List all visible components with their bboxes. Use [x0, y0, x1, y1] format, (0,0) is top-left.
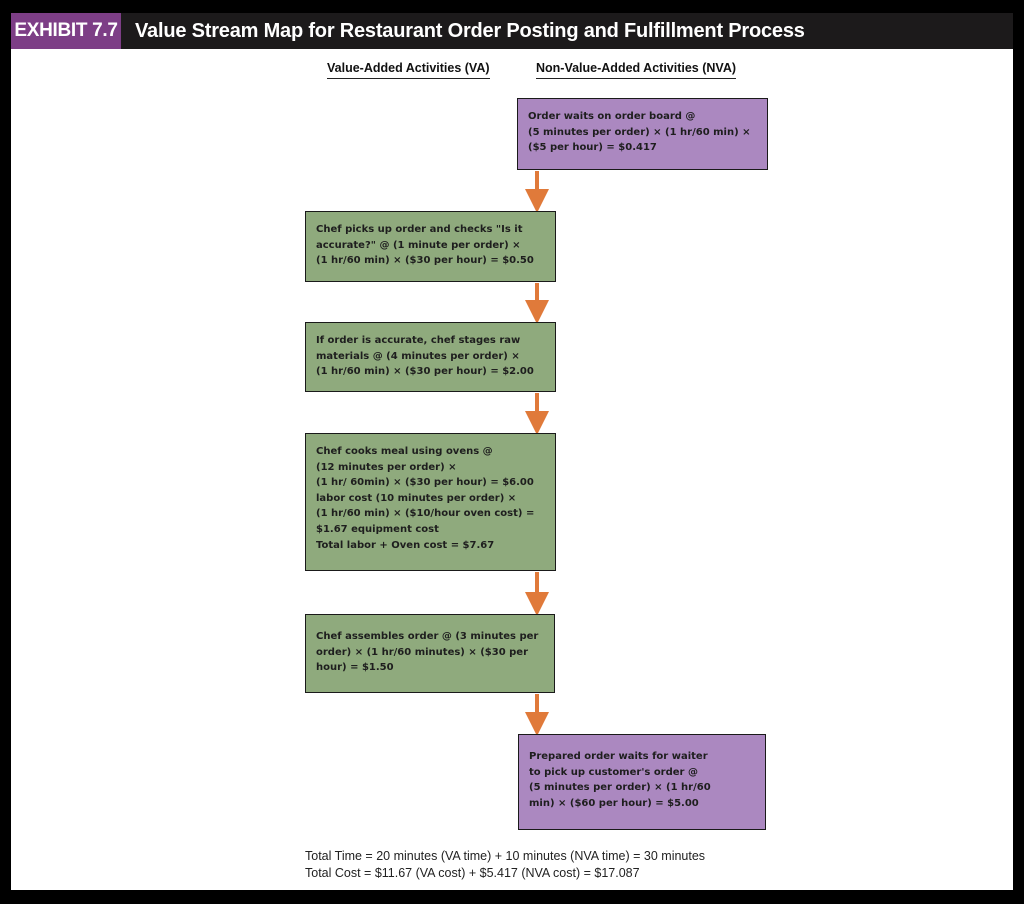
va-column-heading: Value-Added Activities (VA) — [327, 61, 490, 79]
exhibit-label: EXHIBIT 7.7 — [11, 13, 121, 49]
total-time: Total Time = 20 minutes (VA time) + 10 m… — [305, 849, 706, 863]
exhibit-frame: EXHIBIT 7.7 Value Stream Map for Restaur… — [11, 13, 1013, 890]
step-chef-picks-up-order: Chef picks up order and checks "Is it ac… — [305, 211, 556, 282]
total-cost: Total Cost = $11.67 (VA cost) + $5.417 (… — [305, 866, 640, 880]
step-order-waits-for-waiter: Prepared order waits for waiter to pick … — [518, 734, 766, 830]
exhibit-title: Value Stream Map for Restaurant Order Po… — [135, 20, 805, 42]
step-chef-assembles-order: Chef assembles order @ (3 minutes per or… — [305, 614, 555, 693]
step-chef-stages-materials: If order is accurate, chef stages raw ma… — [305, 322, 556, 392]
flow-arrows — [525, 171, 549, 736]
exhibit-header: EXHIBIT 7.7 Value Stream Map for Restaur… — [11, 13, 1013, 49]
step-order-waits-on-board: Order waits on order board @ (5 minutes … — [517, 98, 768, 170]
step-chef-cooks-meal: Chef cooks meal using ovens @ (12 minute… — [305, 433, 556, 571]
nva-column-heading: Non-Value-Added Activities (NVA) — [536, 61, 737, 79]
